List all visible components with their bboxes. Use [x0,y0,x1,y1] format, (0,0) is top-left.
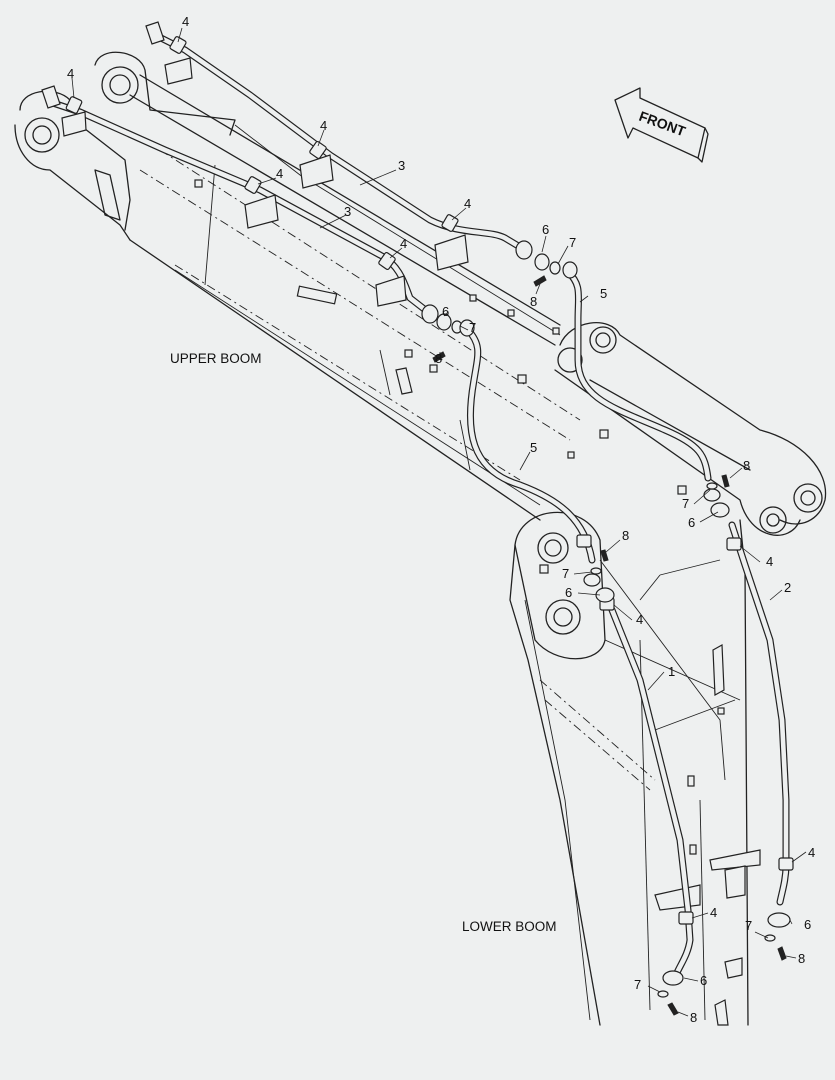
callout-8: 8 [690,1010,697,1025]
callout-3: 3 [398,158,405,173]
callout-leaders [71,27,807,1017]
pipe-fittings [41,21,794,1016]
callout-7: 7 [745,918,752,933]
callout-4: 4 [67,66,74,81]
pipe-2 [728,521,790,906]
callout-8: 8 [622,528,629,543]
callout-2: 2 [784,580,791,595]
pipe-3-upper [151,31,529,254]
callout-6: 6 [804,917,811,932]
upper-boom-structure [14,51,609,521]
upper-boom-label: UPPER BOOM [170,351,262,366]
callout-6: 6 [442,304,449,319]
front-arrow-label: FRONT [637,108,688,140]
callout-4: 4 [400,236,407,251]
callout-labels: 1 2 3 3 4 4 4 4 4 4 4 4 4 4 5 5 6 6 6 6 … [67,14,815,1025]
callout-4: 4 [766,554,773,569]
callout-7: 7 [634,977,641,992]
callout-8: 8 [435,351,442,366]
callout-6: 6 [700,973,707,988]
callout-7: 7 [469,320,476,335]
callout-5: 5 [600,286,607,301]
callout-7: 7 [682,496,689,511]
callout-5: 5 [530,440,537,455]
front-direction-arrow: FRONT [614,87,709,163]
lower-boom-label: LOWER BOOM [462,919,557,934]
pipe-1 [608,606,694,979]
callout-4: 4 [636,612,643,627]
callout-4: 4 [320,118,327,133]
callout-4: 4 [464,196,471,211]
callout-8: 8 [743,458,750,473]
callout-8: 8 [798,951,805,966]
callout-6: 6 [542,222,549,237]
callout-4: 4 [710,905,717,920]
callout-4: 4 [276,166,283,181]
callout-6: 6 [565,585,572,600]
hose-5-right [564,268,712,482]
callout-1: 1 [668,664,675,679]
callout-6: 6 [688,515,695,530]
callout-4: 4 [808,845,815,860]
pipe-3-lower [46,98,432,316]
callout-7: 7 [562,566,569,581]
hose-5-left [464,326,596,564]
callout-3: 3 [344,204,351,219]
callout-7: 7 [569,235,576,250]
callout-4: 4 [182,14,189,29]
callout-8: 8 [530,294,537,309]
